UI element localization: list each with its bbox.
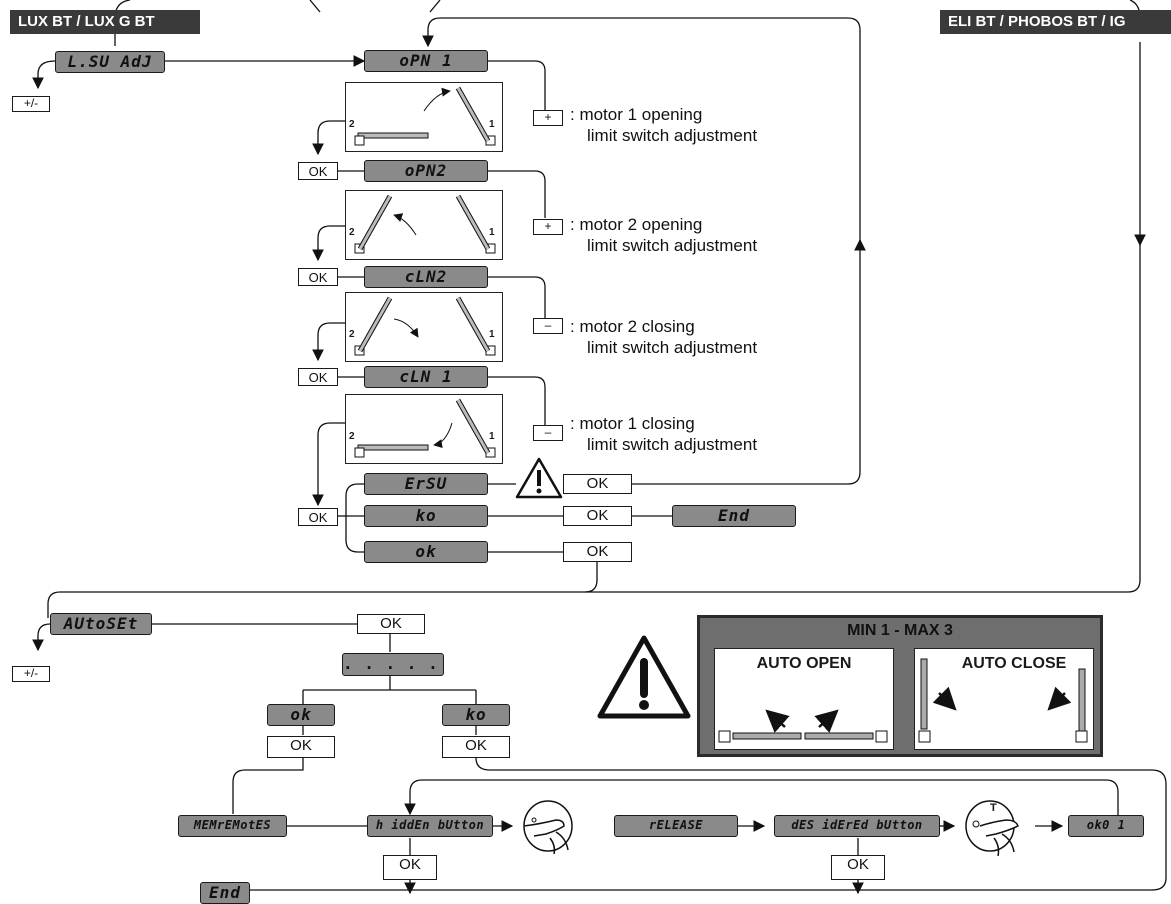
display-ok: ok bbox=[364, 541, 488, 563]
button-plus-minus[interactable]: +/- bbox=[12, 96, 50, 112]
display-end-2: End bbox=[200, 882, 250, 904]
display-ok01: ok0 1 bbox=[1068, 815, 1144, 837]
button-minus-2[interactable]: – bbox=[533, 425, 563, 441]
display-desidered-button: dES idErEd bUtton bbox=[774, 815, 940, 837]
button-ok-2[interactable]: OK bbox=[298, 268, 338, 286]
gate-label-1: 1 bbox=[489, 119, 495, 130]
display-mem-remotes: MEMrEMotES bbox=[178, 815, 287, 837]
step-description-2: : motor 2 opening limit switch adjustmen… bbox=[570, 214, 757, 256]
button-ok-autoset[interactable]: OK bbox=[357, 614, 425, 634]
warning-icon-small bbox=[515, 457, 563, 499]
button-ok-autoset-ko[interactable]: OK bbox=[442, 736, 510, 758]
step-description-1: : motor 1 opening limit switch adjustmen… bbox=[570, 104, 757, 146]
button-ok-ersu[interactable]: OK bbox=[563, 474, 632, 494]
gate-panel-motor1-closing: 2 1 bbox=[345, 394, 503, 464]
step-description-4: : motor 1 closing limit switch adjustmen… bbox=[570, 413, 757, 455]
display-opn2: oPN2 bbox=[364, 160, 488, 182]
gate-panel-motor1-opening: 2 1 bbox=[345, 82, 503, 152]
display-autoset: AUtoSEt bbox=[50, 613, 152, 635]
gate-label-2: 2 bbox=[349, 119, 355, 130]
gate-panel-motor2-closing: 2 1 bbox=[345, 292, 503, 362]
button-plus-2[interactable]: + bbox=[533, 219, 563, 235]
gate-diagram bbox=[354, 398, 496, 458]
display-hidden-button: h iddEn bUtton bbox=[367, 815, 493, 837]
button-ok-hidden[interactable]: OK bbox=[383, 855, 437, 880]
gate-label-1: 1 bbox=[489, 227, 495, 238]
button-plus-minus-2[interactable]: +/- bbox=[12, 666, 50, 682]
min-max-title: MIN 1 - MAX 3 bbox=[847, 622, 953, 639]
header-eli-phobos: ELI BT / PHOBOS BT / IG bbox=[940, 10, 1171, 34]
auto-open-diagram bbox=[718, 709, 888, 743]
step1-line1: : motor 1 opening bbox=[570, 105, 703, 124]
button-minus-1[interactable]: – bbox=[533, 318, 563, 334]
min-max-box: MIN 1 - MAX 3 AUTO OPEN AUTO CLOSE bbox=[697, 615, 1103, 757]
display-autoset-ok: ok bbox=[267, 704, 335, 726]
button-ok-3[interactable]: OK bbox=[298, 368, 338, 386]
warning-icon-large bbox=[597, 635, 691, 719]
gate-label-2: 2 bbox=[349, 329, 355, 340]
display-end: End bbox=[672, 505, 796, 527]
button-ok-autoset-ok[interactable]: OK bbox=[267, 736, 335, 758]
button-ok-desidered[interactable]: OK bbox=[831, 855, 885, 880]
display-cln2: cLN2 bbox=[364, 266, 488, 288]
gate-label-2: 2 bbox=[349, 227, 355, 238]
remote-hand-icon-1 bbox=[523, 800, 573, 855]
display-lsu-adj: L.SU AdJ bbox=[55, 51, 165, 73]
auto-close-label: AUTO CLOSE bbox=[961, 655, 1067, 672]
gate-diagram bbox=[354, 296, 496, 356]
remote-hand-icon-2 bbox=[965, 800, 1019, 857]
display-release: rELEASE bbox=[614, 815, 738, 837]
button-plus-1[interactable]: + bbox=[533, 110, 563, 126]
remote-letter-t: T bbox=[990, 802, 997, 814]
step-description-3: : motor 2 closing limit switch adjustmen… bbox=[570, 316, 757, 358]
auto-close-diagram bbox=[918, 658, 1088, 743]
auto-close-box: AUTO CLOSE bbox=[914, 648, 1094, 750]
gate-diagram bbox=[354, 194, 496, 254]
auto-open-label: AUTO OPEN bbox=[756, 655, 852, 672]
step1-line2: limit switch adjustment bbox=[587, 126, 758, 145]
step4-line2: limit switch adjustment bbox=[587, 435, 758, 454]
step2-line1: : motor 2 opening bbox=[570, 215, 703, 234]
display-autoset-ko: ko bbox=[442, 704, 510, 726]
header-lux-bt: LUX BT / LUX G BT bbox=[10, 10, 200, 34]
gate-diagram bbox=[354, 86, 496, 146]
button-ok-1[interactable]: OK bbox=[298, 162, 338, 180]
display-ersu: ErSU bbox=[364, 473, 488, 495]
display-opn1: oPN 1 bbox=[364, 50, 488, 72]
step4-line1: : motor 1 closing bbox=[570, 414, 695, 433]
gate-panel-motor2-opening: 2 1 bbox=[345, 190, 503, 260]
step3-line1: : motor 2 closing bbox=[570, 317, 695, 336]
display-progress-dots: . . . . . . bbox=[342, 653, 444, 676]
display-ko: ko bbox=[364, 505, 488, 527]
button-ok-ok[interactable]: OK bbox=[563, 542, 632, 562]
button-ok-ko[interactable]: OK bbox=[563, 506, 632, 526]
gate-label-2: 2 bbox=[349, 431, 355, 442]
display-cln1: cLN 1 bbox=[364, 366, 488, 388]
auto-open-box: AUTO OPEN bbox=[714, 648, 894, 750]
button-ok-4[interactable]: OK bbox=[298, 508, 338, 526]
gate-label-1: 1 bbox=[489, 431, 495, 442]
step2-line2: limit switch adjustment bbox=[587, 236, 758, 255]
step3-line2: limit switch adjustment bbox=[587, 338, 758, 357]
gate-label-1: 1 bbox=[489, 329, 495, 340]
